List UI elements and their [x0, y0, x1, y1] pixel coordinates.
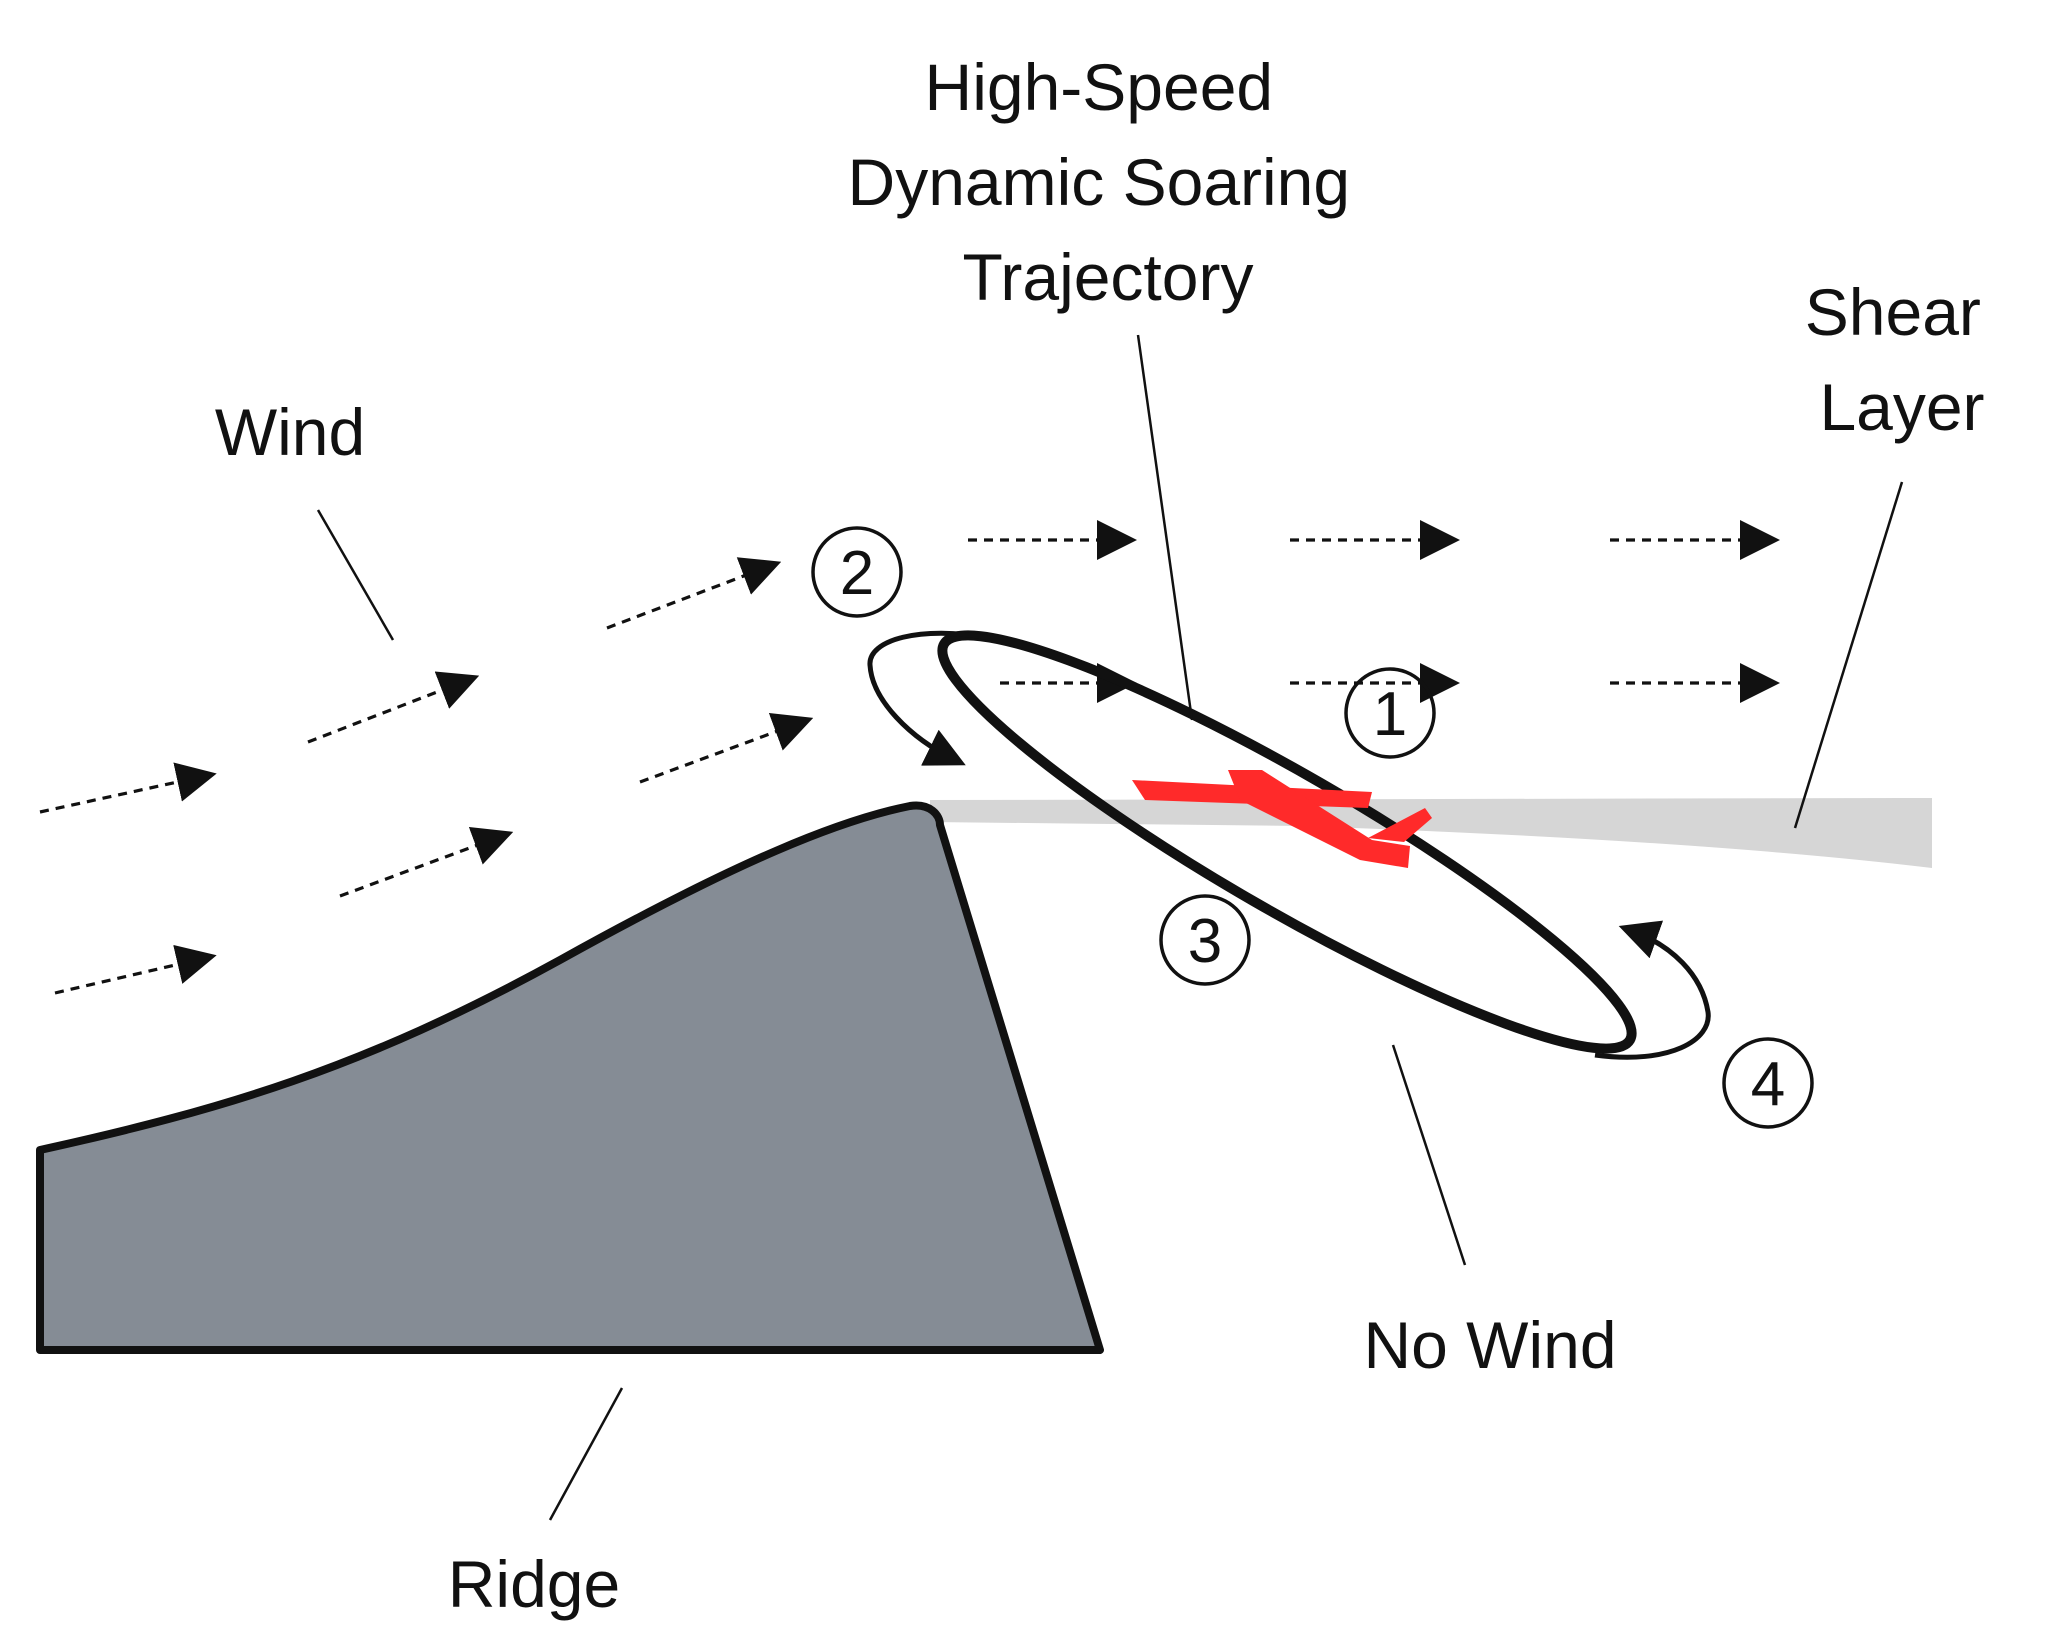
trajectory-label-line-2: Dynamic Soaring — [848, 145, 1351, 219]
marker-1: 1 — [1344, 667, 1436, 759]
shear-layer-leader — [1793, 481, 1904, 829]
turn-arrow-bottom — [1594, 920, 1711, 1060]
marker-2-label: 2 — [840, 539, 874, 608]
marker-2: 2 — [811, 526, 903, 618]
marker-1-label: 1 — [1373, 680, 1407, 749]
marker-4: 4 — [1722, 1037, 1814, 1129]
trajectory-loop — [937, 630, 1637, 1054]
shear-layer-label-line-1: Shear — [1805, 275, 1981, 349]
ridge-leader — [548, 1387, 624, 1521]
ridge-label: Ridge — [448, 1547, 620, 1621]
ridge-shape — [36, 801, 1104, 1354]
shear-layer-band — [930, 798, 1932, 868]
trajectory-label: High-Speed Dynamic Soaring Trajectory — [848, 50, 1369, 314]
trajectory-label-line-1: High-Speed — [925, 50, 1274, 124]
marker-4-label: 4 — [1751, 1050, 1785, 1119]
wind-arrow — [639, 712, 814, 784]
wind-leader — [316, 509, 395, 641]
wind-label: Wind — [215, 395, 365, 469]
trajectory-label-line-3: Trajectory — [963, 240, 1254, 314]
no-wind-leader — [1391, 1044, 1467, 1266]
glider-icon — [1132, 770, 1432, 868]
shear-layer-label: Shear Layer — [1805, 275, 1999, 444]
marker-3: 3 — [1159, 894, 1251, 986]
shear-layer-label-line-2: Layer — [1819, 370, 1984, 444]
wind-arrow — [54, 944, 217, 995]
marker-3-label: 3 — [1188, 907, 1222, 976]
wind-arrow — [339, 826, 514, 898]
wind-arrow — [39, 762, 217, 814]
wind-arrow — [606, 557, 782, 630]
no-wind-label: No Wind — [1363, 1308, 1616, 1382]
wind-arrow — [307, 671, 480, 744]
turn-arrow-top — [867, 630, 991, 766]
trajectory-leader — [1136, 334, 1194, 721]
